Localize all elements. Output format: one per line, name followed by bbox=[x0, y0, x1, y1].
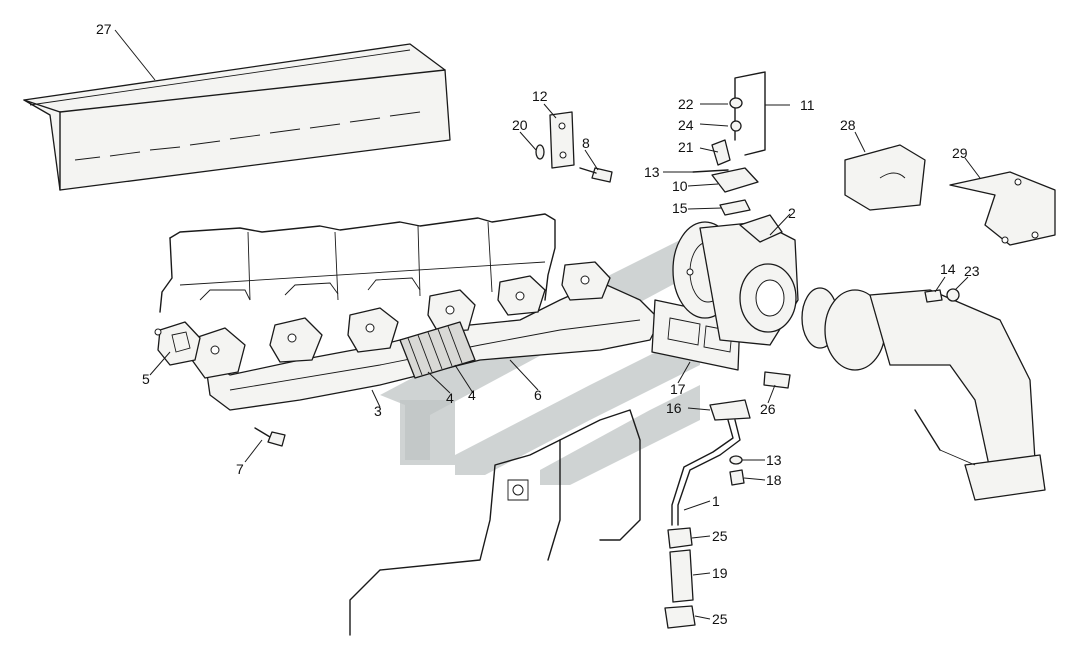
nut-23 bbox=[946, 288, 960, 302]
gasket-16 bbox=[709, 399, 751, 421]
callout-13-top: 13 bbox=[644, 164, 660, 180]
hose-19 bbox=[669, 549, 694, 603]
callout-27: 27 bbox=[96, 21, 112, 37]
clamp-28 bbox=[844, 144, 926, 211]
callout-23: 23 bbox=[964, 263, 980, 279]
bolt-14 bbox=[924, 289, 943, 303]
callout-19: 19 bbox=[712, 565, 728, 581]
callout-13-bottom: 13 bbox=[766, 452, 782, 468]
engine-block bbox=[159, 213, 641, 636]
exhaust-elbow bbox=[801, 287, 1046, 501]
bracket-29 bbox=[949, 171, 1056, 246]
bellows-joint bbox=[399, 321, 476, 379]
callout-11: 11 bbox=[800, 97, 815, 113]
callout-7: 7 bbox=[236, 461, 244, 477]
callout-5: 5 bbox=[142, 371, 150, 387]
bolt-7 bbox=[254, 427, 286, 447]
nut-18 bbox=[729, 469, 745, 486]
callout-21: 21 bbox=[678, 139, 694, 155]
callout-17: 17 bbox=[670, 381, 686, 397]
callout-26: 26 bbox=[760, 401, 776, 417]
turbocharger bbox=[672, 214, 799, 346]
callout-25-bottom: 25 bbox=[712, 611, 728, 627]
callout-labels: 27 12 20 8 22 24 11 21 13 10 15 2 28 29 … bbox=[96, 21, 980, 627]
plug-26 bbox=[763, 371, 791, 389]
clamp-25-upper bbox=[667, 527, 693, 549]
bolt-8 bbox=[579, 167, 613, 183]
callout-4-right: 4 bbox=[468, 387, 476, 403]
callout-20: 20 bbox=[512, 117, 528, 133]
callout-1: 1 bbox=[712, 493, 720, 509]
gasket-5 bbox=[154, 321, 201, 366]
callout-15: 15 bbox=[672, 200, 688, 216]
callout-2: 2 bbox=[788, 205, 796, 221]
callout-18: 18 bbox=[766, 472, 782, 488]
clamp-25-lower bbox=[664, 605, 696, 629]
washer-20 bbox=[535, 144, 545, 160]
callout-25-top: 25 bbox=[712, 528, 728, 544]
callout-28: 28 bbox=[840, 117, 856, 133]
callout-12: 12 bbox=[532, 88, 548, 104]
callout-6: 6 bbox=[534, 387, 542, 403]
callout-4-left: 4 bbox=[446, 390, 454, 406]
callout-14: 14 bbox=[940, 261, 956, 277]
callout-16: 16 bbox=[666, 400, 682, 416]
callout-22: 22 bbox=[678, 96, 694, 112]
heat-shield bbox=[23, 43, 451, 191]
washer-13 bbox=[729, 455, 743, 465]
callout-8: 8 bbox=[582, 135, 590, 151]
oil-return-pipe bbox=[671, 419, 741, 526]
leader-lines bbox=[114, 29, 981, 620]
bracket-12 bbox=[549, 111, 575, 169]
callout-3: 3 bbox=[374, 403, 382, 419]
callout-24: 24 bbox=[678, 117, 694, 133]
callout-10: 10 bbox=[672, 178, 688, 194]
oil-feed-assembly bbox=[692, 71, 766, 216]
callout-29: 29 bbox=[952, 145, 968, 161]
